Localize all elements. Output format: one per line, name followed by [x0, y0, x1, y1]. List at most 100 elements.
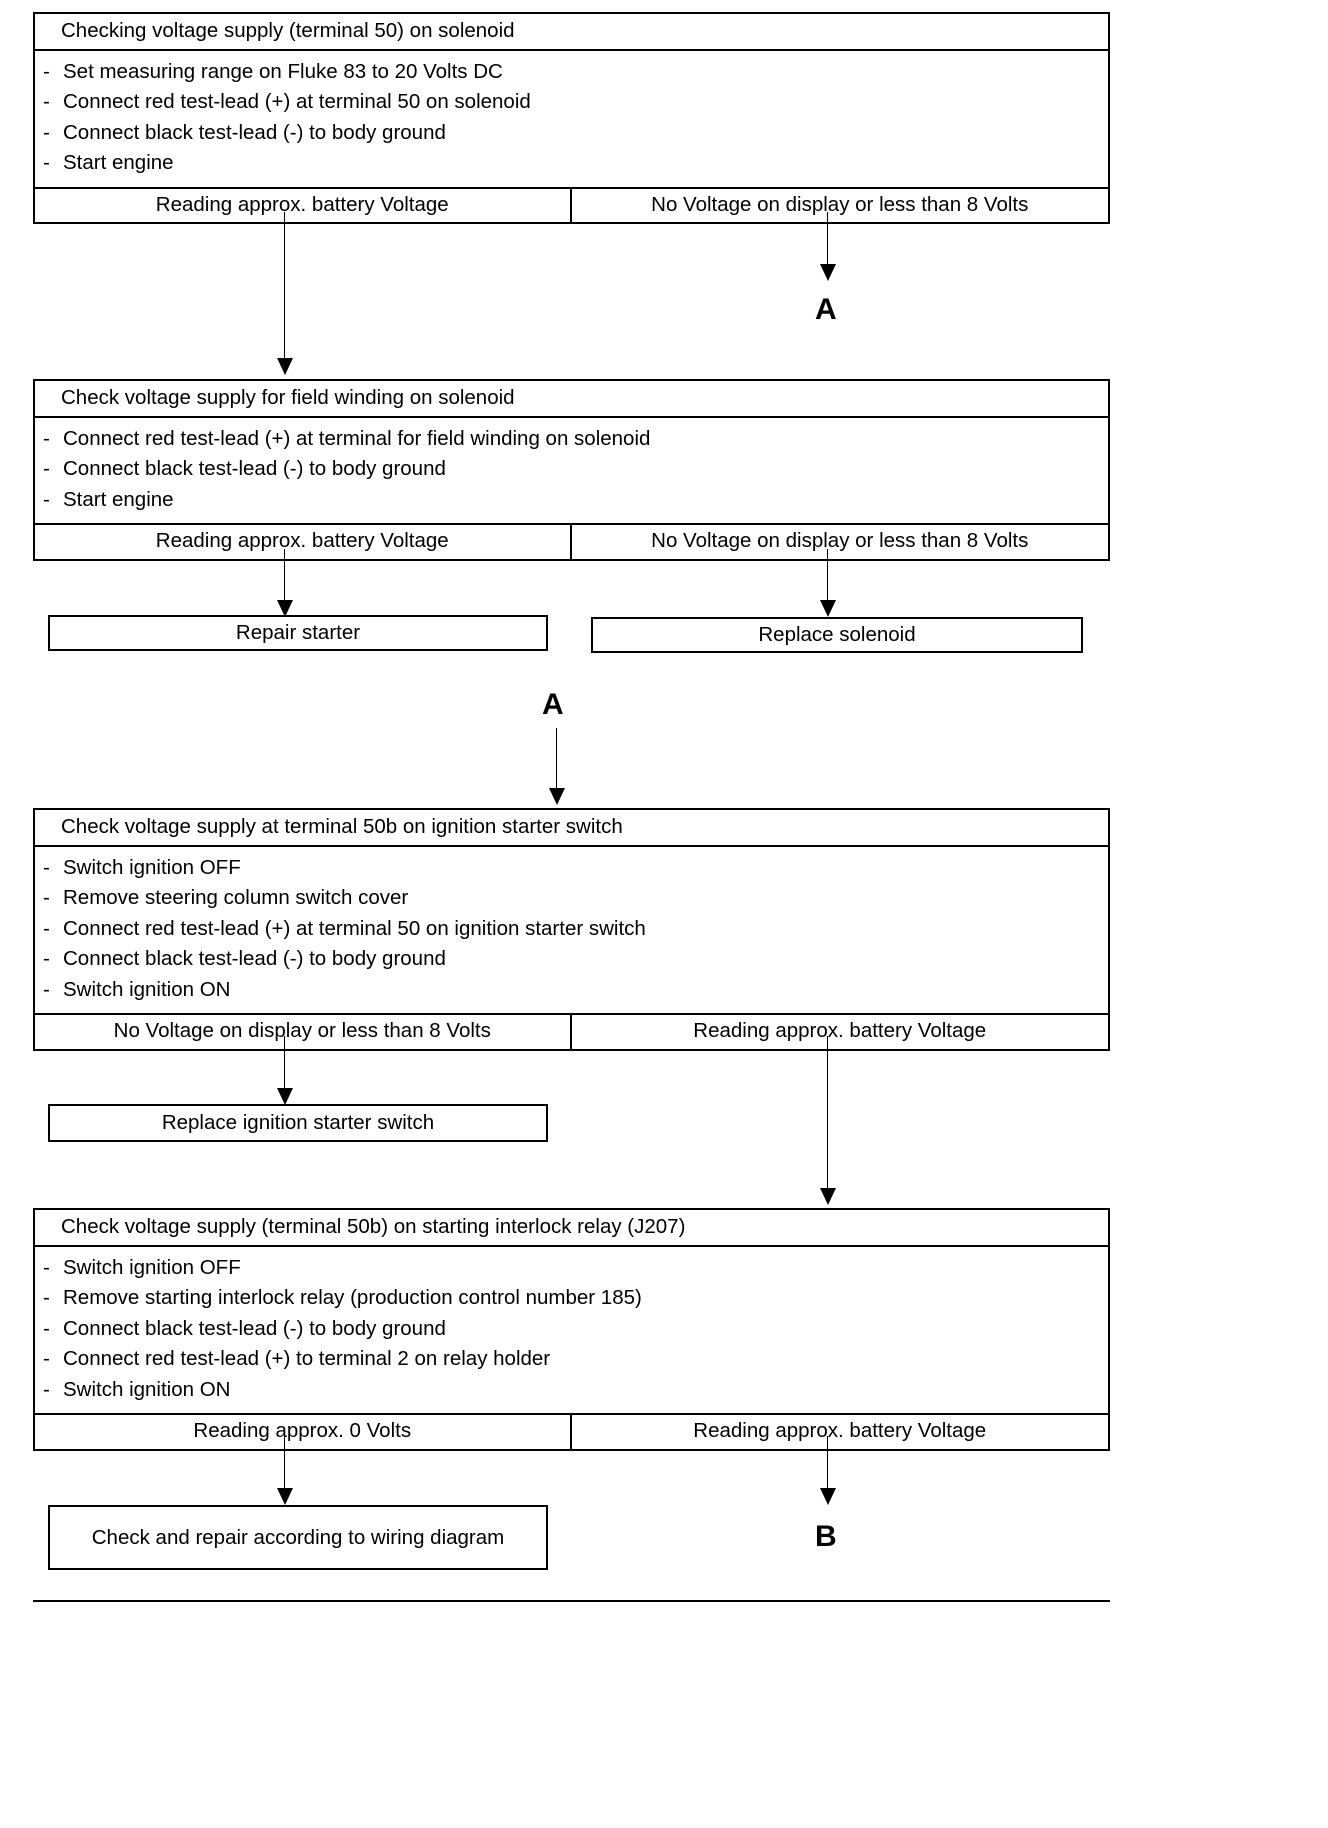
outcome-left: Reading approx. battery Voltage	[35, 525, 572, 559]
step-text: Start engine	[63, 151, 174, 175]
connector-line	[284, 1436, 285, 1488]
process-block-check-starting-interlock-relay: Check voltage supply (terminal 50b) on s…	[33, 1208, 1110, 1451]
step-text: Set measuring range on Fluke 83 to 20 Vo…	[63, 59, 503, 83]
outcome-row: No Voltage on display or less than 8 Vol…	[35, 1013, 1108, 1049]
arrow-head-icon	[549, 788, 565, 805]
step-item: - Set measuring range on Fluke 83 to 20 …	[35, 57, 1108, 88]
step-item: - Connect red test-lead (+) to terminal …	[35, 1344, 1108, 1375]
arrow-head-icon	[820, 264, 836, 281]
bullet-dash: -	[43, 886, 50, 910]
step-text: Switch ignition ON	[63, 977, 231, 1001]
bullet-dash: -	[43, 855, 50, 879]
page-bottom-rule	[33, 1600, 1110, 1602]
offpage-connector-a-source: A	[542, 688, 564, 721]
arrow-head-icon	[820, 600, 836, 617]
step-item: - Switch ignition ON	[35, 975, 1108, 1006]
step-text: Connect red test-lead (+) at terminal fo…	[63, 426, 651, 450]
step-item: - Connect black test-lead (-) to body gr…	[35, 454, 1108, 485]
bullet-dash: -	[43, 457, 50, 481]
step-list: - Switch ignition OFF - Remove starting …	[35, 1247, 1108, 1414]
step-item: - Start engine	[35, 148, 1108, 179]
arrow-head-icon	[277, 1488, 293, 1505]
process-block-check-terminal-50b-ignition-switch: Check voltage supply at terminal 50b on …	[33, 808, 1110, 1051]
block-header: Check voltage supply for field winding o…	[35, 381, 1108, 418]
bullet-dash: -	[43, 1347, 50, 1371]
step-list: - Switch ignition OFF - Remove steering …	[35, 847, 1108, 1014]
step-item: - Connect red test-lead (+) at terminal …	[35, 87, 1108, 118]
bullet-dash: -	[43, 90, 50, 114]
bullet-dash: -	[43, 1377, 50, 1401]
bullet-dash: -	[43, 977, 50, 1001]
bullet-dash: -	[43, 59, 50, 83]
offpage-connector-a-target: A	[815, 293, 837, 326]
bullet-dash: -	[43, 151, 50, 175]
bullet-dash: -	[43, 426, 50, 450]
outcome-row: Reading approx. 0 Volts Reading approx. …	[35, 1413, 1108, 1449]
bullet-dash: -	[43, 947, 50, 971]
step-item: - Remove steering column switch cover	[35, 883, 1108, 914]
offpage-connector-b-target: B	[815, 1520, 837, 1553]
step-list: - Connect red test-lead (+) at terminal …	[35, 418, 1108, 524]
step-item: - Connect black test-lead (-) to body gr…	[35, 118, 1108, 149]
outcome-row: Reading approx. battery Voltage No Volta…	[35, 523, 1108, 559]
step-text: Connect black test-lead (-) to body grou…	[63, 1316, 446, 1340]
bullet-dash: -	[43, 487, 50, 511]
outcome-right: No Voltage on display or less than 8 Vol…	[651, 192, 1029, 216]
step-item: - Connect black test-lead (-) to body gr…	[35, 944, 1108, 975]
step-text: Switch ignition OFF	[63, 1255, 241, 1279]
arrow-head-icon	[820, 1188, 836, 1205]
step-item: - Connect red test-lead (+) at terminal …	[35, 914, 1108, 945]
connector-line	[284, 1036, 285, 1088]
connector-line	[827, 212, 828, 264]
connector-line	[284, 212, 285, 358]
step-item: - Connect black test-lead (-) to body gr…	[35, 1314, 1108, 1345]
step-text: Connect red test-lead (+) at terminal 50…	[63, 90, 531, 114]
arrow-head-icon	[277, 358, 293, 375]
connector-line	[827, 549, 828, 600]
step-item: - Remove starting interlock relay (produ…	[35, 1283, 1108, 1314]
arrow-head-icon	[277, 1088, 293, 1105]
step-item: - Connect red test-lead (+) at terminal …	[35, 424, 1108, 455]
outcome-left: Reading approx. battery Voltage	[35, 188, 572, 223]
arrow-head-icon	[820, 1488, 836, 1505]
block-header: Check voltage supply (terminal 50b) on s…	[35, 1210, 1108, 1247]
step-item: - Start engine	[35, 485, 1108, 516]
outcome-right: Reading approx. battery Voltage	[693, 1419, 987, 1443]
bullet-dash: -	[43, 1255, 50, 1279]
connector-line	[827, 1036, 828, 1188]
step-list: - Set measuring range on Fluke 83 to 20 …	[35, 51, 1108, 187]
result-box-replace-ignition-starter-switch: Replace ignition starter switch	[48, 1104, 548, 1142]
result-box-check-and-repair-wiring: Check and repair according to wiring dia…	[48, 1505, 548, 1570]
step-text: Switch ignition ON	[63, 1377, 231, 1401]
connector-line	[556, 728, 557, 788]
step-text: Remove starting interlock relay (product…	[63, 1286, 642, 1310]
outcome-left: No Voltage on display or less than 8 Vol…	[35, 1015, 572, 1049]
outcome-row: Reading approx. battery Voltage No Volta…	[35, 186, 1108, 223]
bullet-dash: -	[43, 120, 50, 144]
step-text: Switch ignition OFF	[63, 855, 241, 879]
connector-line	[284, 549, 285, 600]
outcome-right: Reading approx. battery Voltage	[693, 1019, 987, 1043]
step-item: - Switch ignition OFF	[35, 853, 1108, 884]
bullet-dash: -	[43, 1286, 50, 1310]
bullet-dash: -	[43, 916, 50, 940]
result-box-repair-starter: Repair starter	[48, 615, 548, 651]
step-text: Connect red test-lead (+) at terminal 50…	[63, 916, 646, 940]
arrow-head-icon	[277, 600, 293, 617]
step-text: Remove steering column switch cover	[63, 886, 409, 910]
result-box-replace-solenoid: Replace solenoid	[591, 617, 1083, 653]
block-header: Checking voltage supply (terminal 50) on…	[35, 14, 1108, 51]
step-text: Connect black test-lead (-) to body grou…	[63, 947, 446, 971]
step-item: - Switch ignition OFF	[35, 1253, 1108, 1284]
bullet-dash: -	[43, 1316, 50, 1340]
outcome-left: Reading approx. 0 Volts	[35, 1415, 572, 1449]
step-text: Start engine	[63, 487, 174, 511]
connector-line	[827, 1436, 828, 1488]
outcome-right: No Voltage on display or less than 8 Vol…	[651, 529, 1029, 553]
process-block-checking-voltage-supply-terminal-50: Checking voltage supply (terminal 50) on…	[33, 12, 1110, 225]
block-header: Check voltage supply at terminal 50b on …	[35, 810, 1108, 847]
step-text: Connect red test-lead (+) to terminal 2 …	[63, 1347, 551, 1371]
step-text: Connect black test-lead (-) to body grou…	[63, 457, 446, 481]
step-text: Connect black test-lead (-) to body grou…	[63, 120, 446, 144]
